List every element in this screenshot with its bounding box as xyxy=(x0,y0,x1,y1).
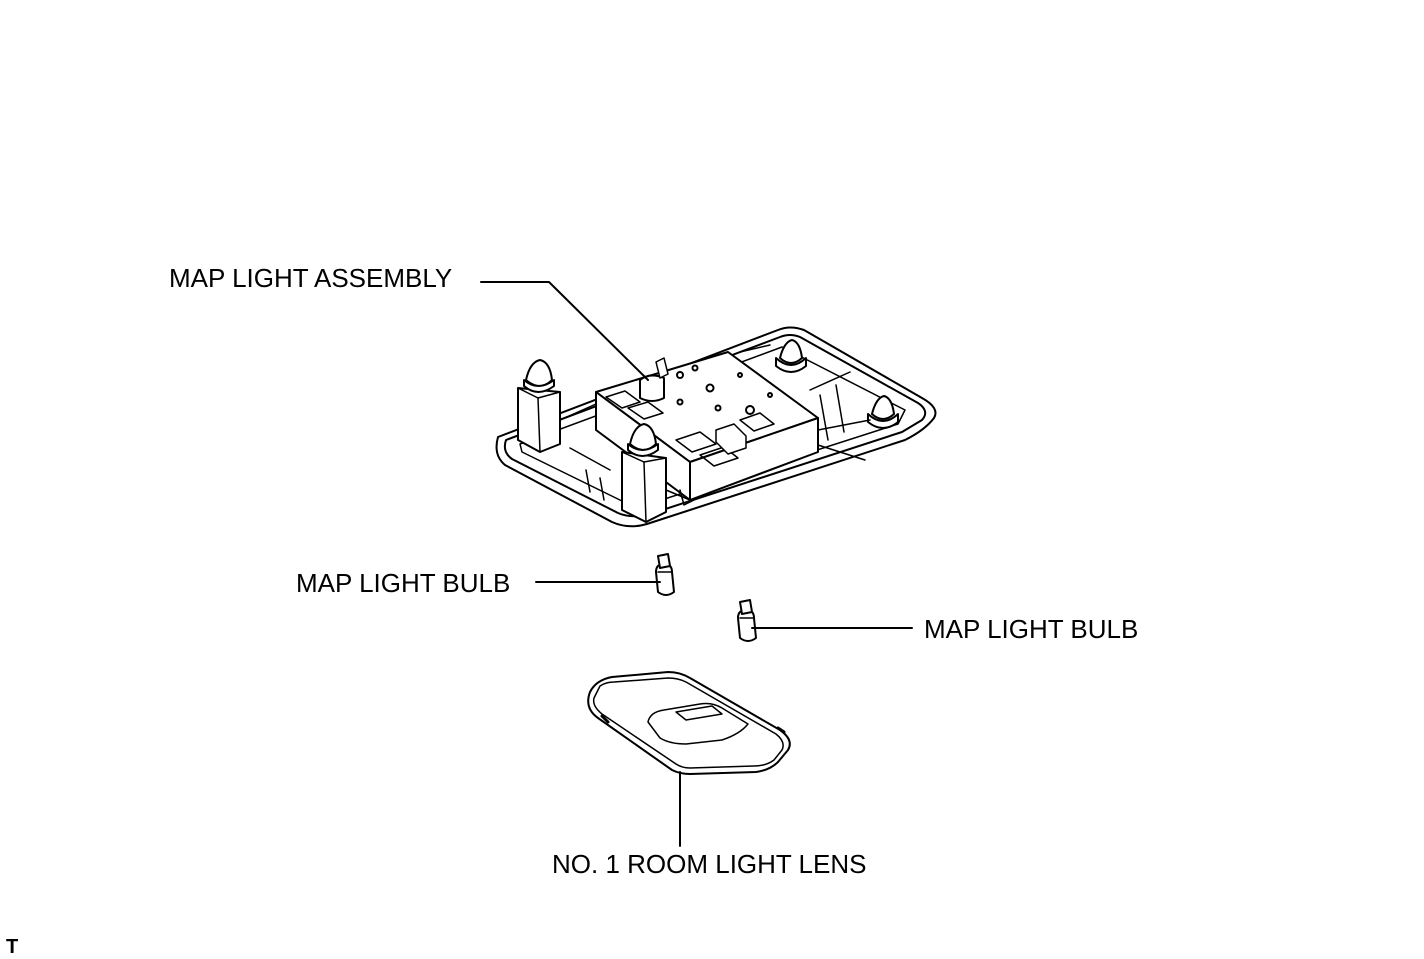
leader-line-assembly xyxy=(481,282,648,380)
room-light-lens-drawing xyxy=(588,672,790,774)
map-light-bulb-left-drawing xyxy=(656,554,674,595)
corner-mark: T xyxy=(6,936,19,958)
map-light-assembly-label: MAP LIGHT ASSEMBLY xyxy=(169,263,453,293)
leader-lines xyxy=(481,282,912,846)
map-light-bulb-right-label: MAP LIGHT BULB xyxy=(924,614,1139,644)
room-light-lens-label: NO. 1 ROOM LIGHT LENS xyxy=(552,849,867,879)
map-light-assembly-drawing xyxy=(497,328,936,527)
map-light-bulb-left-label: MAP LIGHT BULB xyxy=(296,568,511,598)
map-light-bulb-right-drawing xyxy=(738,600,756,641)
